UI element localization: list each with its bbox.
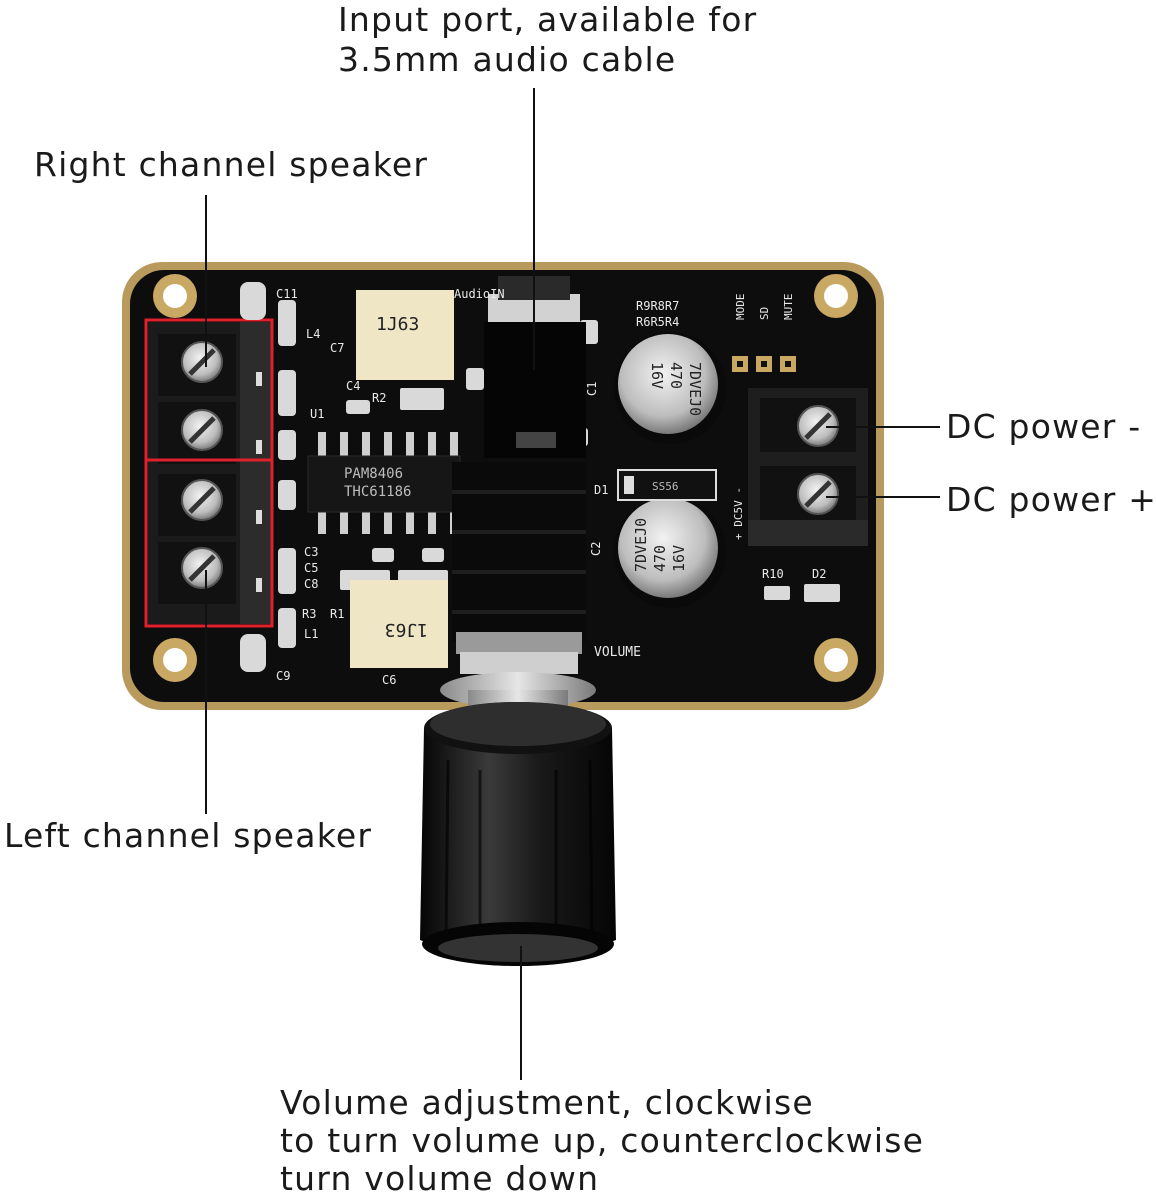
silk-c1: C1 — [585, 382, 599, 396]
electrolytic-capacitor-c2 — [614, 496, 726, 608]
cap-c1-marking-3: 16V — [648, 362, 666, 389]
silk-c7: C7 — [330, 341, 344, 355]
input-port-label-line-2: 3.5mm audio cable — [338, 40, 677, 79]
electrolytic-capacitor-c1 — [614, 332, 726, 444]
film-cap-bottom-marking: 1J63 — [385, 619, 428, 640]
film-capacitor-top — [356, 290, 454, 380]
silk-r9r8r7: R9R8R7 — [636, 299, 679, 313]
silk-c8: C8 — [304, 577, 318, 591]
silk-u1: U1 — [310, 407, 324, 421]
cap-c1-marking-2: 470 — [667, 362, 685, 389]
film-capacitor-bottom — [350, 580, 448, 668]
cap-c2-marking-1: 7DVEJ0 — [632, 518, 650, 572]
callout-line-dc-minus — [826, 426, 940, 428]
callout-line-volume — [520, 946, 522, 1080]
smd-components — [240, 282, 840, 672]
silk-l1: L1 — [304, 627, 318, 641]
dc-power-plus-label: DC power + — [946, 480, 1156, 519]
silk-c2: C2 — [589, 542, 603, 556]
speaker-terminal-block — [148, 322, 272, 624]
diode-d1 — [617, 469, 717, 501]
cap-c2-marking-3: 16V — [670, 545, 688, 572]
dc-power-terminal — [748, 388, 868, 546]
left-channel-label: Left channel speaker — [4, 816, 373, 855]
potentiometer-body — [452, 462, 586, 674]
silk-volume: VOLUME — [594, 645, 641, 660]
silk-l4: L4 — [306, 327, 320, 341]
silk-c3: C3 — [304, 545, 318, 559]
silk-d1: D1 — [594, 483, 608, 497]
silk-diode-code: SS56 — [652, 480, 679, 493]
audio-input-jack — [484, 276, 586, 458]
right-channel-label: Right channel speaker — [34, 145, 429, 184]
amplifier-chip — [307, 432, 461, 534]
dc-power-minus-label: DC power - — [946, 407, 1142, 446]
callout-line-left-channel — [205, 570, 207, 814]
silk-sd: SD — [758, 307, 771, 320]
callout-line-right-channel — [205, 195, 207, 367]
chip-marking-line-1: PAM8406 — [344, 466, 403, 482]
silk-mute: MUTE — [782, 294, 795, 321]
highlight-left-channel — [144, 458, 274, 628]
cap-c1-marking-1: 7DVEJ0 — [686, 362, 704, 416]
silk-r10: R10 — [762, 567, 784, 581]
cap-c2-marking-2: 470 — [651, 545, 669, 572]
callout-line-input-port — [533, 88, 535, 370]
silk-r3: R3 — [302, 607, 316, 621]
film-cap-top-marking: 1J63 — [376, 314, 419, 335]
volume-knob — [420, 672, 616, 966]
input-port-label-line-1: Input port, available for — [338, 0, 758, 39]
volume-label: Volume adjustment, clockwise to turn vol… — [280, 1084, 924, 1198]
silk-c4: C4 — [346, 379, 360, 393]
volume-label-line-1: Volume adjustment, clockwise — [280, 1083, 814, 1122]
silk-r6r5r4: R6R5R4 — [636, 315, 679, 329]
volume-label-line-3: turn volume down — [280, 1159, 600, 1198]
volume-label-line-2: to turn volume up, counterclockwise — [280, 1121, 925, 1160]
silk-dc5v: + DC5V - — [732, 487, 745, 540]
silk-r2: R2 — [372, 391, 386, 405]
callout-line-dc-plus — [826, 496, 940, 498]
chip-marking-line-2: THC61186 — [344, 484, 411, 500]
silk-audio-in: AudioIN — [454, 287, 505, 301]
silk-mode: MODE — [734, 294, 747, 321]
mounting-holes — [153, 274, 858, 682]
silk-c6: C6 — [382, 673, 396, 687]
silk-r1: R1 — [330, 607, 344, 621]
silk-c9: C9 — [276, 669, 290, 683]
silk-c5: C5 — [304, 561, 318, 575]
silk-d2: D2 — [812, 567, 826, 581]
input-port-label: Input port, available for 3.5mm audio ca… — [338, 0, 757, 80]
silk-c11: C11 — [276, 287, 298, 301]
